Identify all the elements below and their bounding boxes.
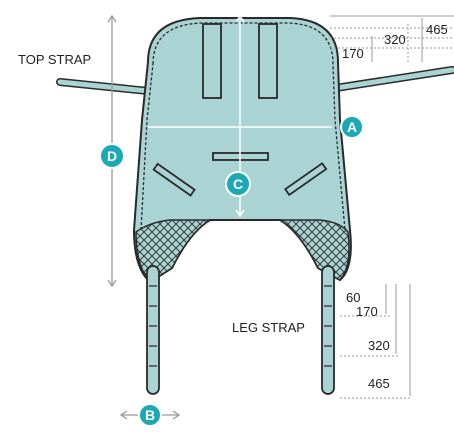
head-slot-left <box>202 23 222 99</box>
leg-strap-left <box>146 265 160 395</box>
marker-a: A <box>340 115 364 139</box>
head-slot-right <box>258 23 278 99</box>
top-dimension-465: 465 <box>426 22 448 37</box>
leg-strap-label: LEG STRAP <box>232 320 305 335</box>
leg-dimension-320: 320 <box>368 338 390 353</box>
top-strap-left <box>56 78 162 96</box>
svg-text:C: C <box>233 176 243 192</box>
marker-c: C <box>225 171 251 197</box>
marker-d: D <box>99 143 125 169</box>
leg-dimension-170: 170 <box>356 304 378 319</box>
diagonal-slot-right <box>284 162 328 197</box>
top-dimension-lines <box>330 15 454 62</box>
leg-strap-right <box>321 265 335 395</box>
marker-b: B <box>138 403 162 427</box>
svg-text:A: A <box>347 119 357 135</box>
leg-dimension-60: 60 <box>346 290 360 305</box>
leg-dimension-lines <box>340 284 412 399</box>
mesh-panel-right <box>277 219 350 281</box>
diagonal-slot-left <box>152 162 196 197</box>
svg-text:D: D <box>107 148 117 164</box>
svg-text:B: B <box>145 407 155 423</box>
leg-dimension-465: 465 <box>368 376 390 391</box>
top-strap-label: TOP STRAP <box>18 52 91 67</box>
top-dimension-320: 320 <box>384 32 406 47</box>
top-dimension-170: 170 <box>342 46 364 61</box>
